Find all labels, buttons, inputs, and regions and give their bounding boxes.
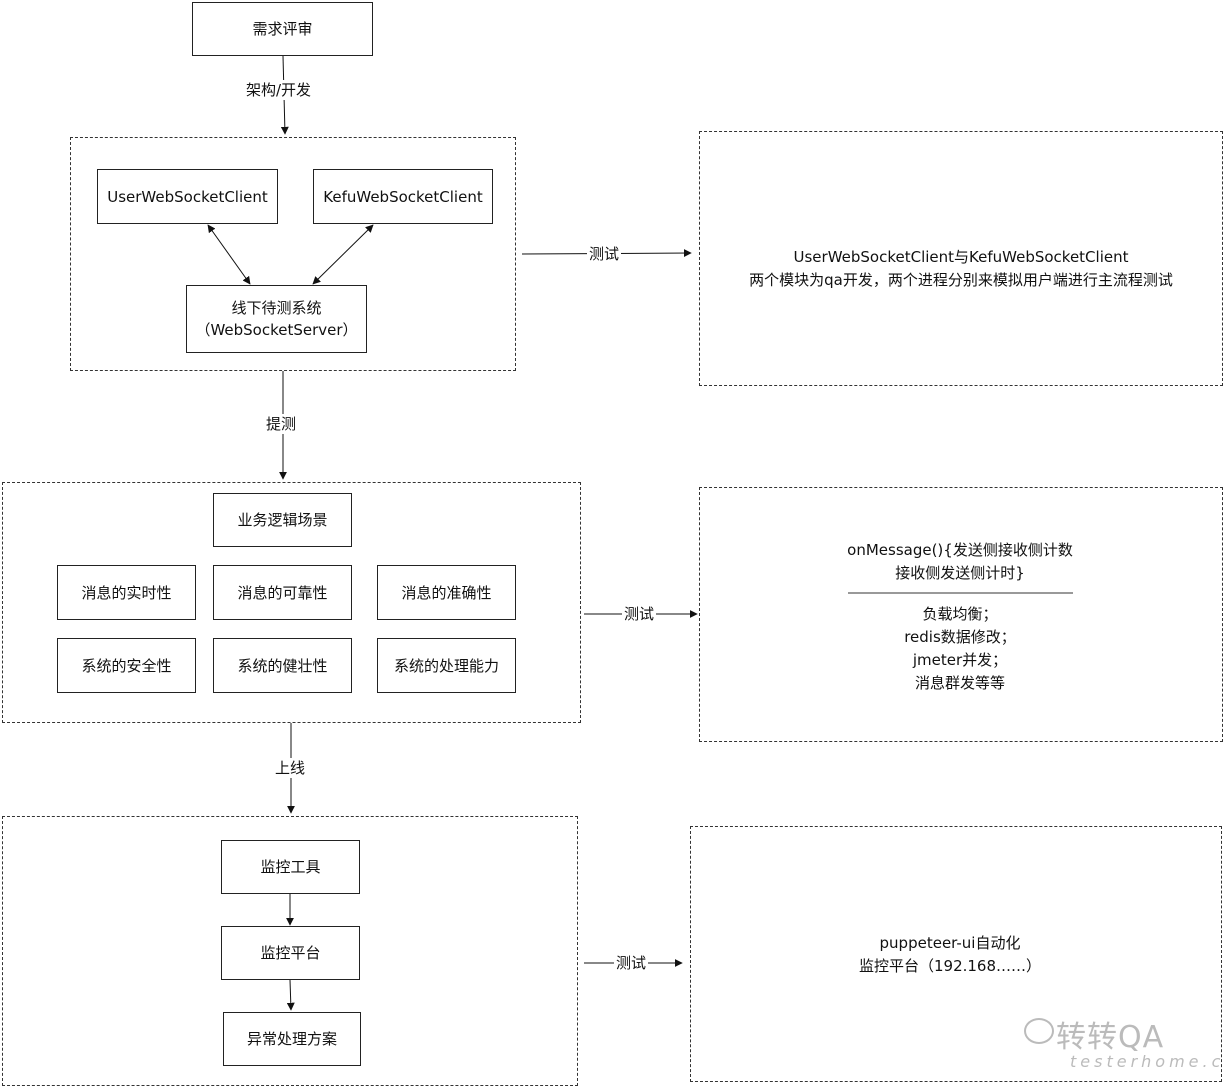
monitor-platform-box: 监控平台 (221, 926, 360, 980)
edge-submit-label: 提测 (264, 414, 299, 434)
stage1-container (70, 137, 516, 371)
note2-line1: onMessage(){发送侧接收侧计数 (847, 541, 1073, 559)
robust-box: 系统的健壮性 (213, 638, 352, 693)
business-label: 业务逻辑场景 (237, 511, 328, 529)
robust-label: 系统的健壮性 (237, 656, 328, 675)
reliable-box: 消息的可靠性 (213, 565, 352, 620)
note1-line1: UserWebSocketClient与KefuWebSocketClient (793, 248, 1129, 266)
capacity-label: 系统的处理能力 (393, 656, 499, 675)
note2-text-bottom: 负载均衡； redis数据修改； jmeter并发； 消息群发等等 (760, 603, 1160, 695)
note2-line2: 接收侧发送侧计时} (895, 564, 1025, 582)
note2-line3: 负载均衡； (922, 605, 998, 623)
kefu-client-box: KefuWebSocketClient (313, 169, 493, 224)
edge-arch-label: 架构/开发 (244, 80, 314, 100)
edge-test1-label: 测试 (587, 244, 622, 264)
note2-line6: 消息群发等等 (914, 674, 1005, 692)
stage2-container (2, 482, 581, 723)
note3-line1: puppeteer-ui自动化 (879, 934, 1021, 952)
stage3-container (2, 816, 578, 1086)
edge-test3-label: 测试 (614, 953, 649, 973)
edge-online-label: 上线 (273, 758, 308, 778)
accurate-box: 消息的准确性 (377, 565, 516, 620)
capacity-box: 系统的处理能力 (377, 638, 516, 693)
user-client-box: UserWebSocketClient (97, 169, 278, 224)
reliable-label: 消息的可靠性 (237, 583, 328, 602)
realtime-label: 消息的实时性 (81, 583, 172, 602)
watermark-main: 转转QA (1056, 1020, 1165, 1055)
note1-line2: 两个模块为qa开发，两个进程分别来模拟用户端进行主流程测试 (749, 271, 1173, 289)
note2-line5: jmeter并发； (912, 651, 1008, 669)
monitor-platform-label: 监控平台 (260, 944, 321, 962)
note1-container (699, 131, 1223, 386)
review-label: 需求评审 (252, 20, 313, 38)
kefu-client-label: KefuWebSocketClient (323, 187, 483, 206)
note3-line2: 监控平台（192.168……） (858, 957, 1042, 975)
security-box: 系统的安全性 (57, 638, 196, 693)
exception-label: 异常处理方案 (246, 1030, 337, 1048)
realtime-box: 消息的实时性 (57, 565, 196, 620)
note2-line4: redis数据修改； (904, 628, 1016, 646)
security-label: 系统的安全性 (81, 656, 172, 675)
review-box: 需求评审 (192, 2, 373, 56)
note2-container (699, 487, 1223, 742)
business-box: 业务逻辑场景 (213, 493, 352, 547)
monitor-tool-box: 监控工具 (221, 840, 360, 894)
server-label-line1: 线下待测系统 (231, 299, 322, 317)
note2-text-top: onMessage(){发送侧接收侧计数 接收侧发送侧计时} (760, 539, 1160, 585)
exception-box: 异常处理方案 (223, 1012, 361, 1066)
watermark: 转转QA testerhome.com (1024, 1012, 1224, 1071)
note3-container (690, 826, 1222, 1082)
note3-text: puppeteer-ui自动化 监控平台（192.168……） (750, 932, 1150, 978)
user-client-label: UserWebSocketClient (107, 187, 268, 206)
edge-test2-label: 测试 (622, 604, 657, 624)
wechat-icon (1024, 1018, 1054, 1044)
note1-text: UserWebSocketClient与KefuWebSocketClient … (700, 246, 1222, 292)
accurate-label: 消息的准确性 (401, 583, 492, 602)
watermark-sub: testerhome.com (1070, 1052, 1224, 1071)
server-label-line2: （WebSocketServer） (195, 321, 358, 339)
server-box: 线下待测系统 （WebSocketServer） (186, 285, 367, 353)
monitor-tool-label: 监控工具 (260, 858, 321, 876)
